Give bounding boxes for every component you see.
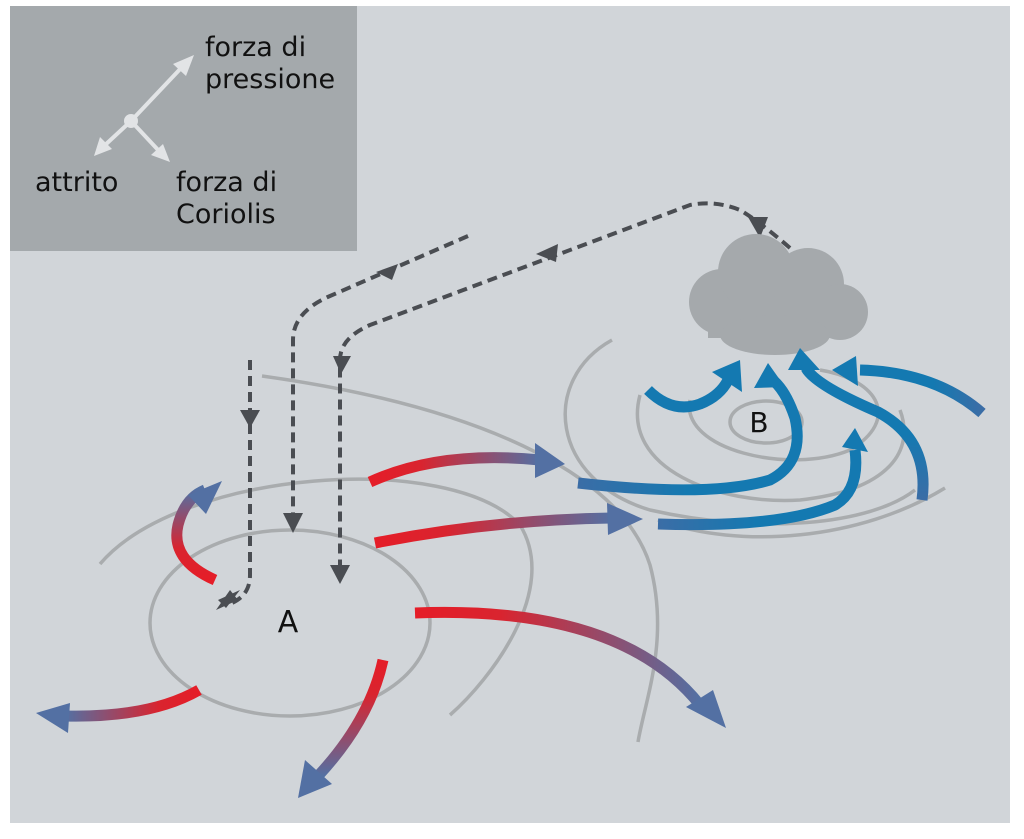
outflow-arrow-southeast bbox=[414, 606, 705, 709]
friction-label: attrito bbox=[35, 167, 118, 198]
inflow-arrow-5 bbox=[859, 364, 986, 418]
inflow-arrow-2 bbox=[657, 449, 862, 531]
cloud-icon bbox=[689, 234, 868, 355]
pressure-force-label: forza di bbox=[205, 32, 306, 63]
high-pressure-label: A bbox=[278, 605, 299, 640]
coriolis-force-label: forza di bbox=[176, 167, 277, 198]
pressure-force-label-line2: pressione bbox=[205, 64, 335, 95]
outflow-arrow-south bbox=[313, 658, 389, 780]
coriolis-force-label-line2: Coriolis bbox=[176, 199, 276, 230]
outflow-arrow-southwest bbox=[64, 685, 202, 722]
legend-panel bbox=[10, 6, 357, 251]
inflow-arrow-3 bbox=[644, 377, 733, 413]
descending-air-arrowheads bbox=[216, 217, 768, 610]
outflow-arrows bbox=[64, 452, 705, 780]
outflow-arrow-east-upper bbox=[367, 452, 541, 488]
outflow-arrow-east-middle bbox=[373, 512, 613, 549]
inflow-arrowheads bbox=[712, 348, 868, 452]
low-pressure-label: B bbox=[749, 406, 768, 439]
inflow-arrow-1 bbox=[577, 373, 803, 496]
inflow-arrow-4 bbox=[801, 364, 929, 501]
isobars-low bbox=[563, 338, 946, 539]
force-legend: forza di pressione attrito forza di Cori… bbox=[10, 6, 357, 251]
inflow-arrows bbox=[577, 364, 986, 531]
outflow-arrowheads bbox=[36, 443, 726, 798]
force-vector-icon bbox=[94, 55, 194, 162]
